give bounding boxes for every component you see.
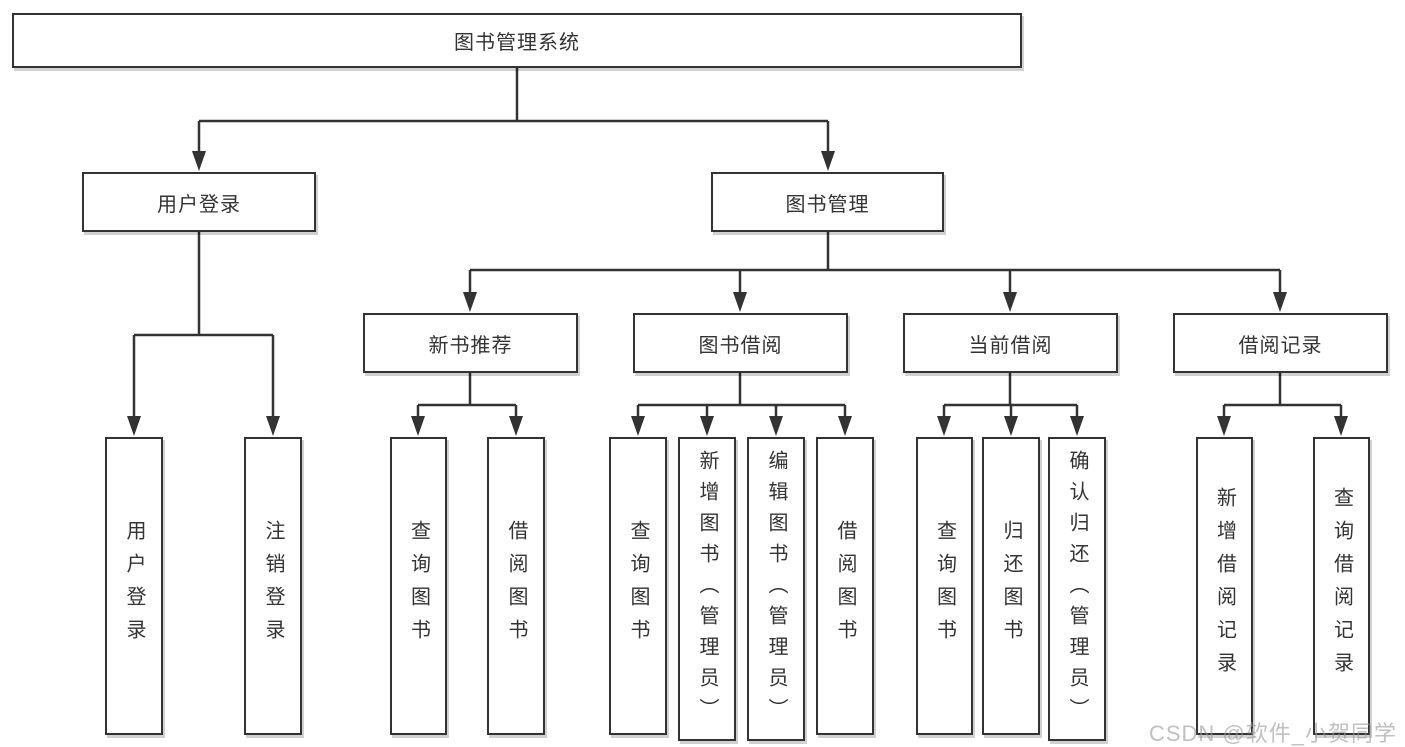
leaf-edit-book-admin: 编辑图书（管理员） [747, 437, 805, 741]
leaf-label: 查询借阅记录 [1330, 487, 1353, 685]
leaf-label: 确认归还（管理员） [1066, 449, 1088, 729]
node-book-management: 图书管理 [711, 172, 944, 232]
node-current-borrow: 当前借阅 [903, 313, 1118, 373]
csdn-watermark: CSDN @软件_小贺同学 [1148, 721, 1397, 746]
leaf-label: 新增图书（管理员） [696, 449, 718, 729]
node-user-login: 用户登录 [82, 172, 316, 232]
leaf-query-books-2: 查询图书 [609, 437, 667, 735]
leaf-borrow-books-2: 借阅图书 [816, 437, 874, 735]
leaf-query-books-1: 查询图书 [390, 437, 447, 735]
leaf-logout: 注销登录 [244, 437, 302, 735]
leaf-return-book: 归还图书 [982, 437, 1040, 735]
leaf-borrow-books-1: 借阅图书 [487, 437, 545, 735]
leaf-query-borrow-record: 查询借阅记录 [1313, 437, 1370, 735]
node-borrow-records: 借阅记录 [1173, 313, 1388, 373]
leaf-add-borrow-record: 新增借阅记录 [1196, 437, 1253, 735]
leaf-user-login: 用户登录 [105, 437, 163, 735]
leaf-query-books-3: 查询图书 [916, 437, 973, 735]
leaf-label: 查询图书 [407, 520, 430, 652]
leaf-confirm-return-admin: 确认归还（管理员） [1048, 437, 1106, 741]
leaf-label: 用户登录 [123, 520, 145, 652]
leaf-label: 查询图书 [627, 520, 649, 652]
leaf-label: 查询图书 [933, 520, 956, 652]
node-book-borrow: 图书借阅 [633, 313, 848, 373]
node-library-management-system: 图书管理系统 [12, 13, 1022, 68]
leaf-label: 新增借阅记录 [1213, 487, 1236, 685]
leaf-label: 归还图书 [1000, 520, 1022, 652]
node-new-book-recommend: 新书推荐 [363, 313, 578, 373]
leaf-label: 注销登录 [262, 520, 284, 652]
leaf-label: 借阅图书 [505, 520, 527, 652]
leaf-label: 编辑图书（管理员） [765, 449, 787, 729]
leaf-add-book-admin: 新增图书（管理员） [678, 437, 736, 741]
leaf-label: 借阅图书 [834, 520, 856, 652]
